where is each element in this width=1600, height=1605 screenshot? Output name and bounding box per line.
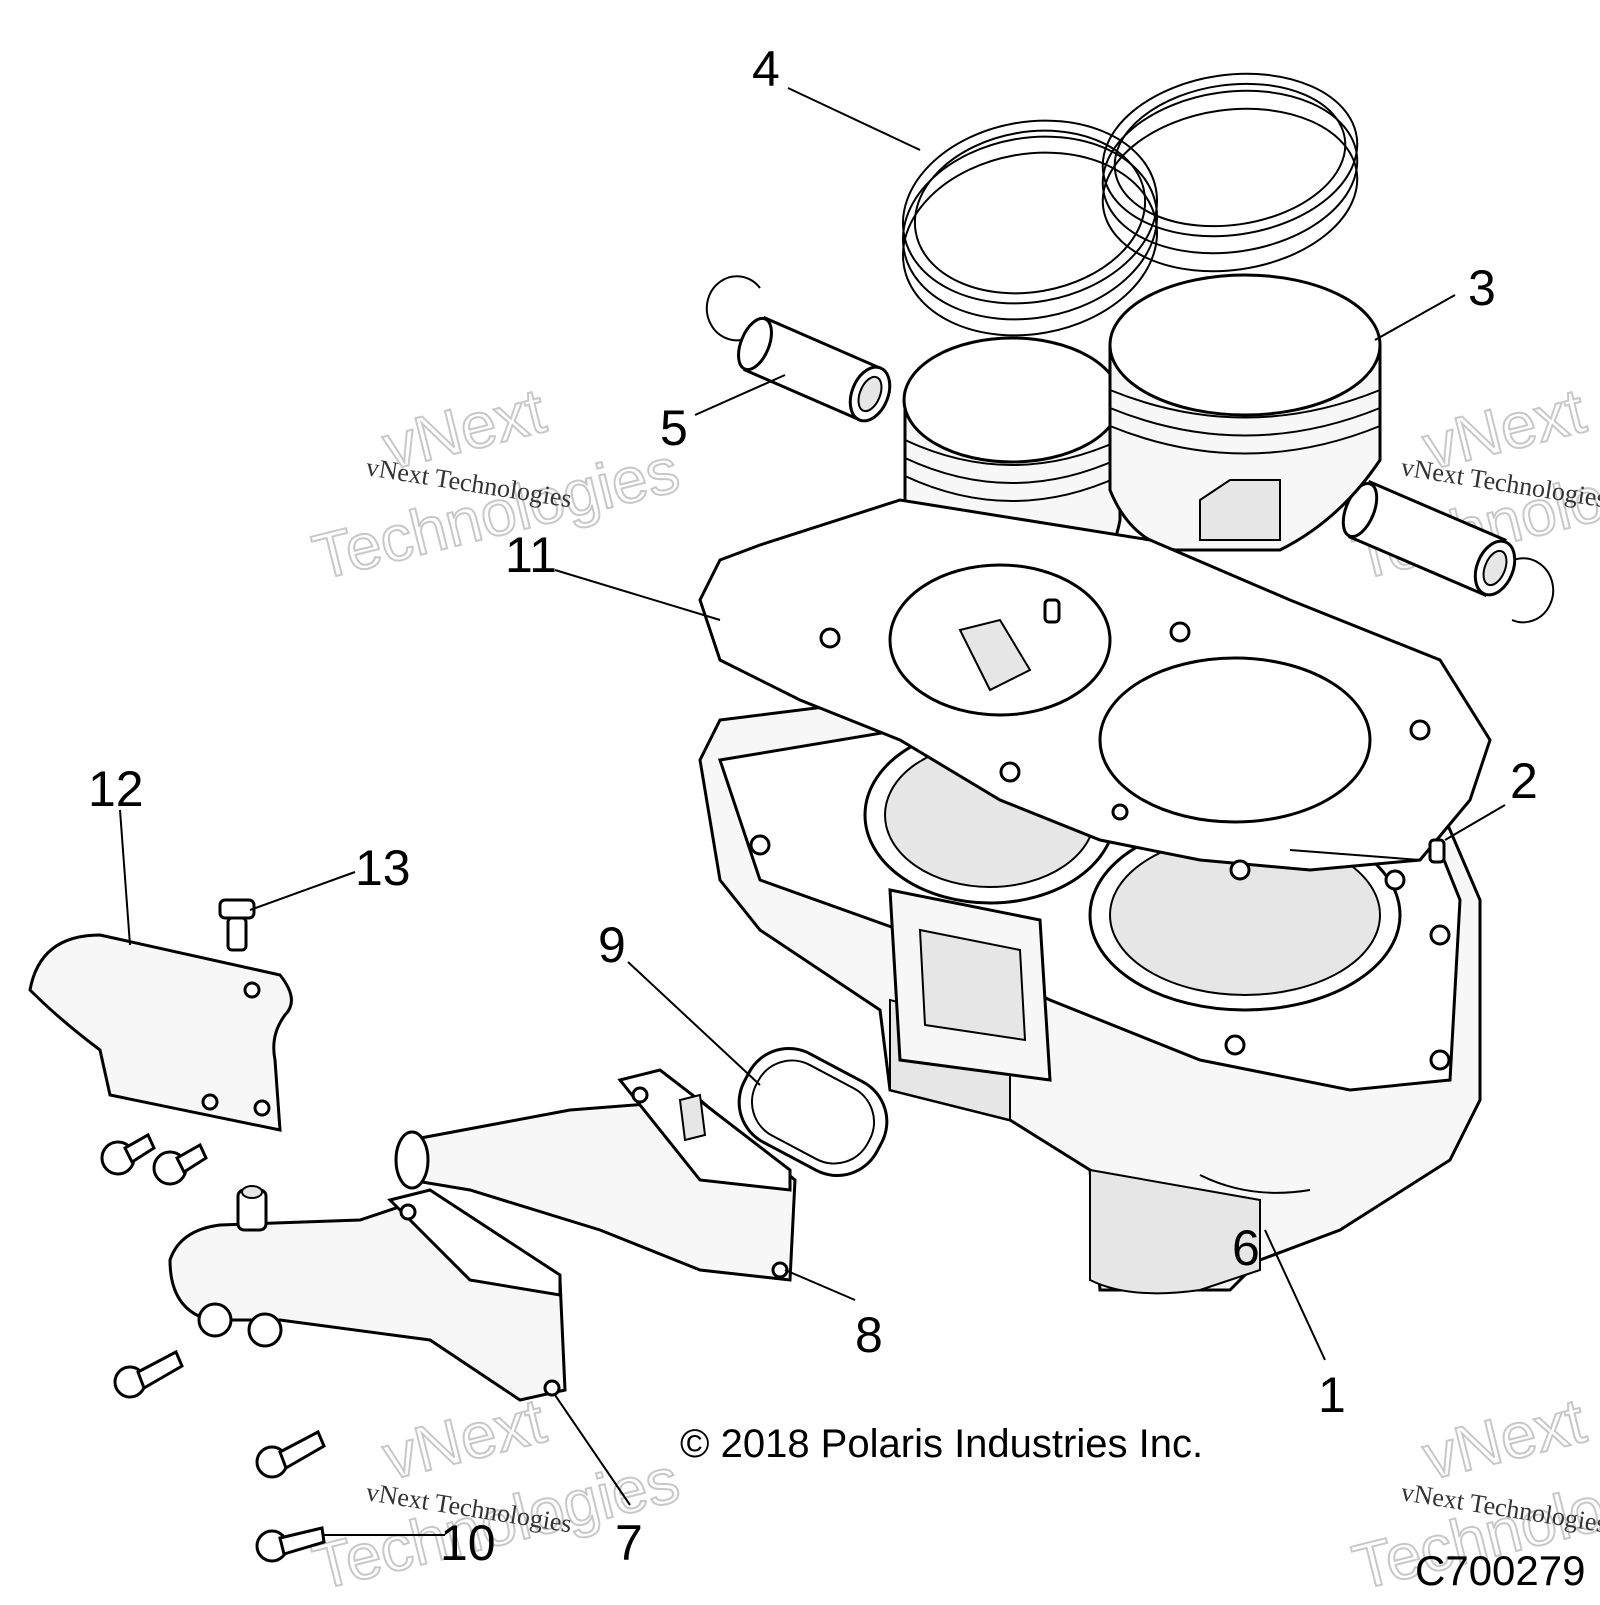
watermark-top-left: vNext Technologies vNext Technologies — [305, 373, 687, 594]
bolt-flange-13 — [218, 898, 256, 952]
piston-right — [1108, 273, 1382, 552]
callout-13: 13 — [355, 840, 411, 896]
callout-11: 11 — [505, 527, 557, 583]
callout-1: 1 — [1318, 1367, 1346, 1423]
callout-2: 2 — [1510, 753, 1538, 809]
bolt-10-a — [113, 1349, 184, 1399]
heat-shield — [28, 933, 293, 1132]
piston-rings — [901, 72, 1359, 337]
callout-8: 8 — [855, 1307, 883, 1363]
copyright-notice: © 2018 Polaris Industries Inc. — [680, 1422, 1203, 1466]
dowel-pin — [1043, 598, 1446, 864]
callout-12: 12 — [88, 761, 144, 817]
svg-text:vNext: vNext — [1416, 1384, 1592, 1493]
callout-10: 10 — [440, 1515, 496, 1571]
callout-3: 3 — [1468, 260, 1496, 316]
callout-5: 5 — [660, 400, 688, 456]
callout-7: 7 — [615, 1515, 643, 1571]
callout-6: 6 — [1232, 1220, 1260, 1276]
bolt-10-c — [255, 1526, 326, 1563]
figure-code: C700279 — [1415, 1547, 1585, 1594]
svg-text:vNext: vNext — [376, 1384, 552, 1493]
callout-9: 9 — [598, 917, 626, 973]
circlip-left — [705, 275, 761, 342]
water-elbow-lower — [168, 1185, 567, 1402]
bolt-10-b — [255, 1429, 326, 1479]
cylinder-head-gasket — [698, 498, 1492, 881]
bolt-pair — [100, 1132, 208, 1186]
water-elbow-upper — [394, 1068, 797, 1282]
callout-4: 4 — [752, 41, 780, 97]
leader-lines — [119, 87, 1506, 1536]
piston-pin-left — [737, 316, 892, 423]
cylinder-lower-bore — [1199, 1174, 1311, 1194]
